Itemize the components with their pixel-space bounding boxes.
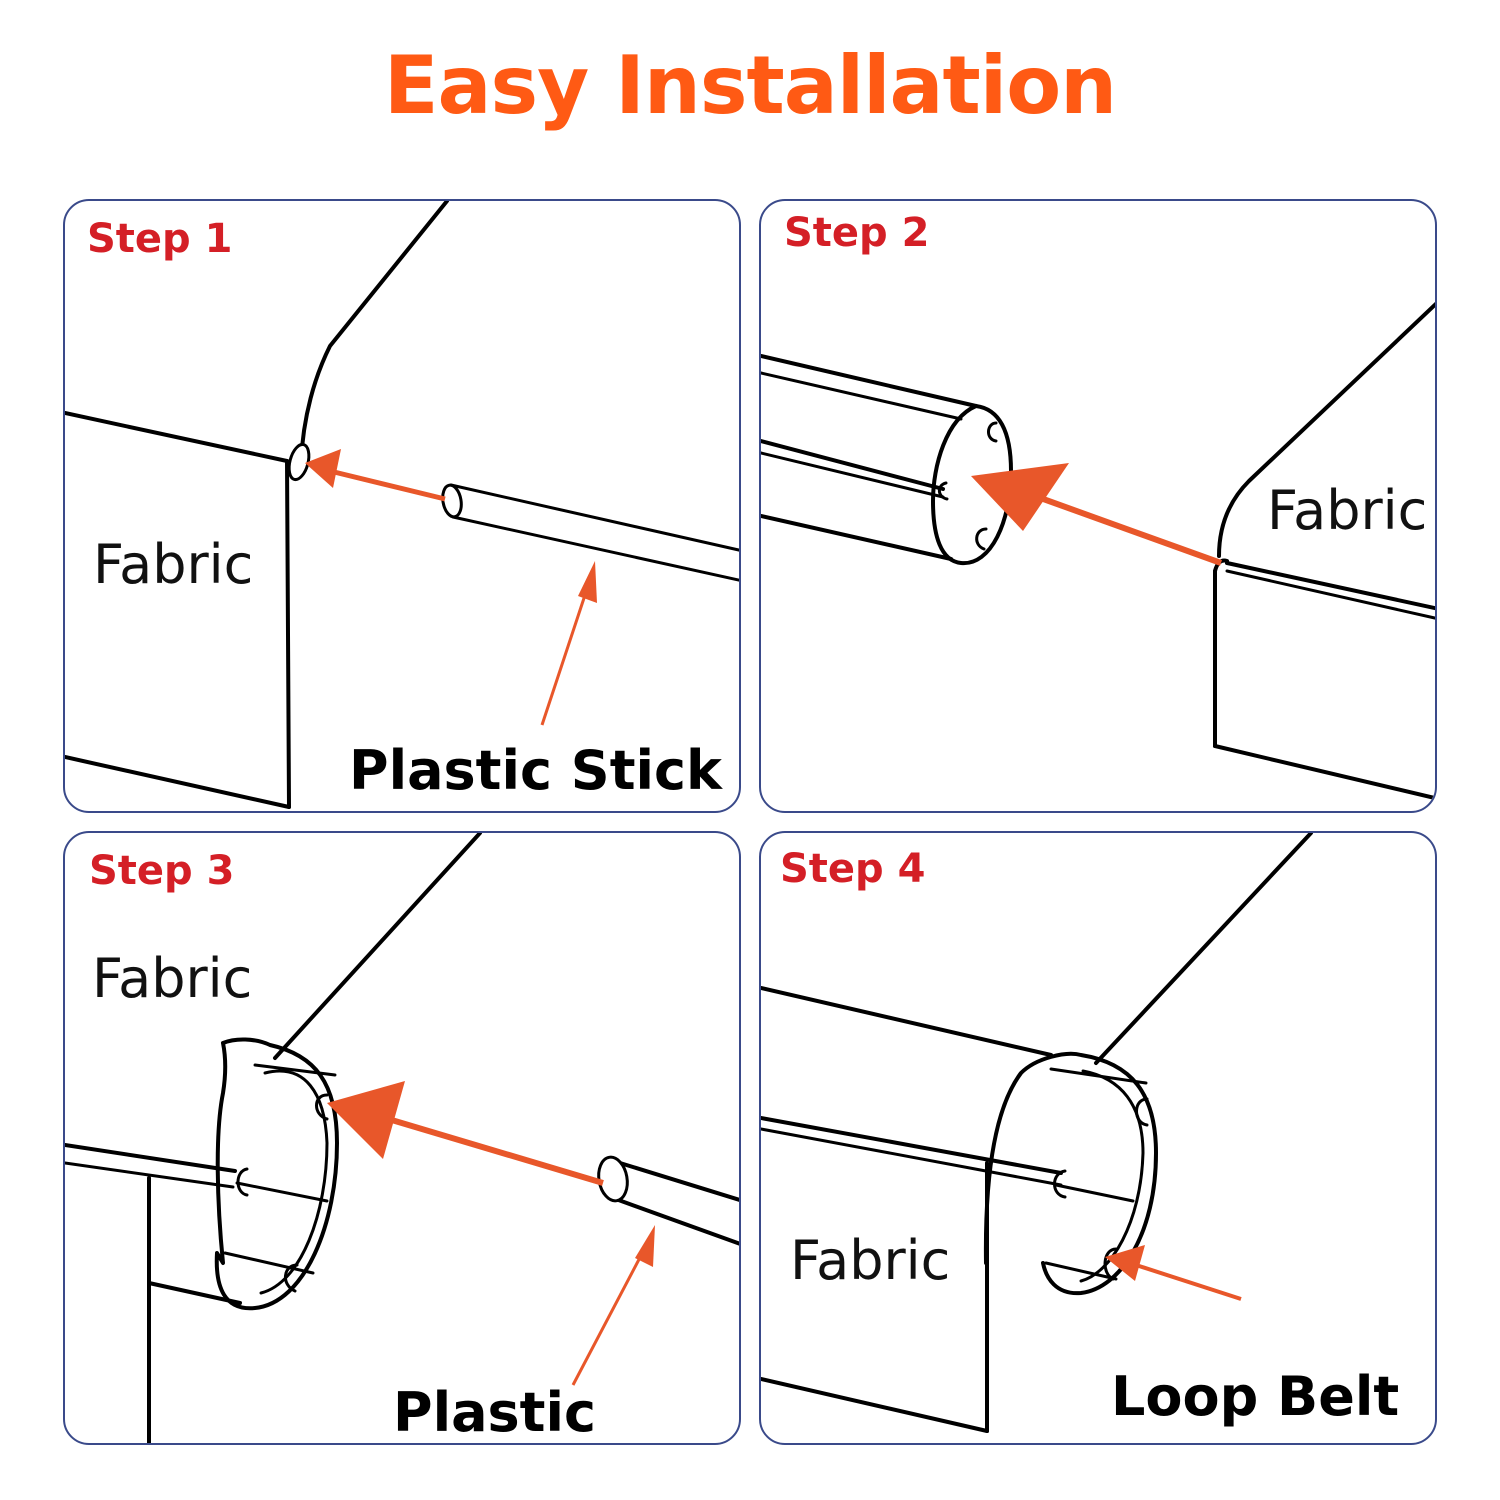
tube-slot-upper	[987, 421, 998, 443]
step-2-panel: Step 2 Fabric	[759, 199, 1437, 813]
tube-slot-lower	[975, 527, 988, 551]
step-label: Step 4	[780, 846, 926, 892]
arrow-icon	[571, 1225, 655, 1386]
fabric-diagonal-edge	[1094, 833, 1313, 1065]
step-label: Step 2	[784, 210, 930, 256]
tube-top-inner-line	[761, 371, 963, 421]
tube-top-line	[761, 354, 978, 408]
fabric-diagonal-edge	[273, 833, 482, 1060]
stick-top-line	[605, 1157, 739, 1202]
tube-end-outline	[931, 404, 1013, 566]
step-4-illustration	[761, 833, 1313, 1433]
stick-bottom-line	[611, 1196, 739, 1246]
fabric-top-edge	[65, 1143, 237, 1173]
fabric-bottom-edge	[65, 755, 291, 809]
plastic-stick-label: Plastic Stick	[393, 1381, 597, 1444]
fabric-fold-curve	[1217, 302, 1435, 558]
step-3-illustration	[65, 833, 739, 1443]
plastic-stick-label: Plastic Stick	[349, 739, 722, 802]
arrow-icon	[1105, 1245, 1242, 1301]
tube-slot-upper	[315, 1093, 329, 1121]
fabric-fold-curve	[299, 201, 449, 465]
tube-inner-ring	[259, 1069, 329, 1295]
tube-band-middle	[235, 1181, 329, 1203]
tube-band-bottom	[223, 1251, 315, 1275]
tube-slot-middle	[937, 481, 949, 501]
step-4-panel: Step 4 Fabric Loop Belt	[759, 831, 1437, 1445]
tube-groove-line	[761, 439, 945, 491]
arrow-icon	[327, 1081, 604, 1186]
tube-band-bottom	[1044, 1261, 1118, 1281]
step-3-panel: Step 3 Fabric Plastic Stick	[63, 831, 741, 1445]
step-1-illustration	[65, 201, 739, 809]
rod-top-inner-line	[761, 1127, 1063, 1187]
arrow-icon	[540, 561, 597, 726]
tube-bottom-line	[761, 514, 953, 561]
fabric-right-edge	[285, 459, 291, 809]
fabric-label: Fabric	[92, 947, 253, 1010]
arrow-icon	[305, 449, 446, 502]
tube-slot-middle	[1053, 1169, 1067, 1199]
fabric-top-edge	[65, 411, 289, 463]
step-label: Step 1	[87, 216, 233, 262]
fabric-bottom-edge	[761, 1377, 989, 1433]
stick-top-line	[449, 483, 739, 552]
tube-slot-middle	[236, 1167, 249, 1197]
fabric-label: Fabric	[93, 533, 254, 596]
page-title: Easy Installation	[383, 39, 1117, 132]
loop-belt-label: Loop Belt	[1111, 1365, 1400, 1428]
tube-end-outline	[983, 1051, 1158, 1296]
fabric-top-edge	[1225, 561, 1435, 611]
fabric-bottom-edge	[1213, 744, 1435, 801]
fabric-bottom-edge	[147, 1281, 242, 1305]
fabric-top-edge	[761, 986, 1053, 1057]
tube-slot-lower	[1103, 1247, 1118, 1281]
stick-end	[441, 483, 463, 519]
fabric-label: Fabric	[1267, 479, 1428, 542]
step-label: Step 3	[89, 848, 235, 894]
tube-band-middle	[1054, 1183, 1135, 1203]
tube-groove-inner-line	[761, 451, 945, 499]
tube-end-outline	[214, 1037, 339, 1311]
tube-band-top	[253, 1063, 337, 1077]
fabric-label: Fabric	[790, 1229, 951, 1292]
stick-bottom-line	[451, 515, 739, 582]
tube-slot-upper	[1135, 1097, 1149, 1127]
tube-inner-ring	[1079, 1069, 1145, 1283]
fabric-top-inner-edge	[1225, 569, 1435, 620]
rod-top-line	[761, 1116, 1063, 1175]
tube-band-top	[1049, 1067, 1148, 1085]
fabric-top-inner-edge	[65, 1161, 235, 1189]
stick-end	[597, 1155, 629, 1203]
arrow-icon	[971, 463, 1223, 566]
step-1-panel: Step 1 Fabric Plastic Stick	[63, 199, 741, 813]
step-2-illustration	[761, 302, 1435, 801]
tube-slot-lower	[284, 1263, 299, 1293]
